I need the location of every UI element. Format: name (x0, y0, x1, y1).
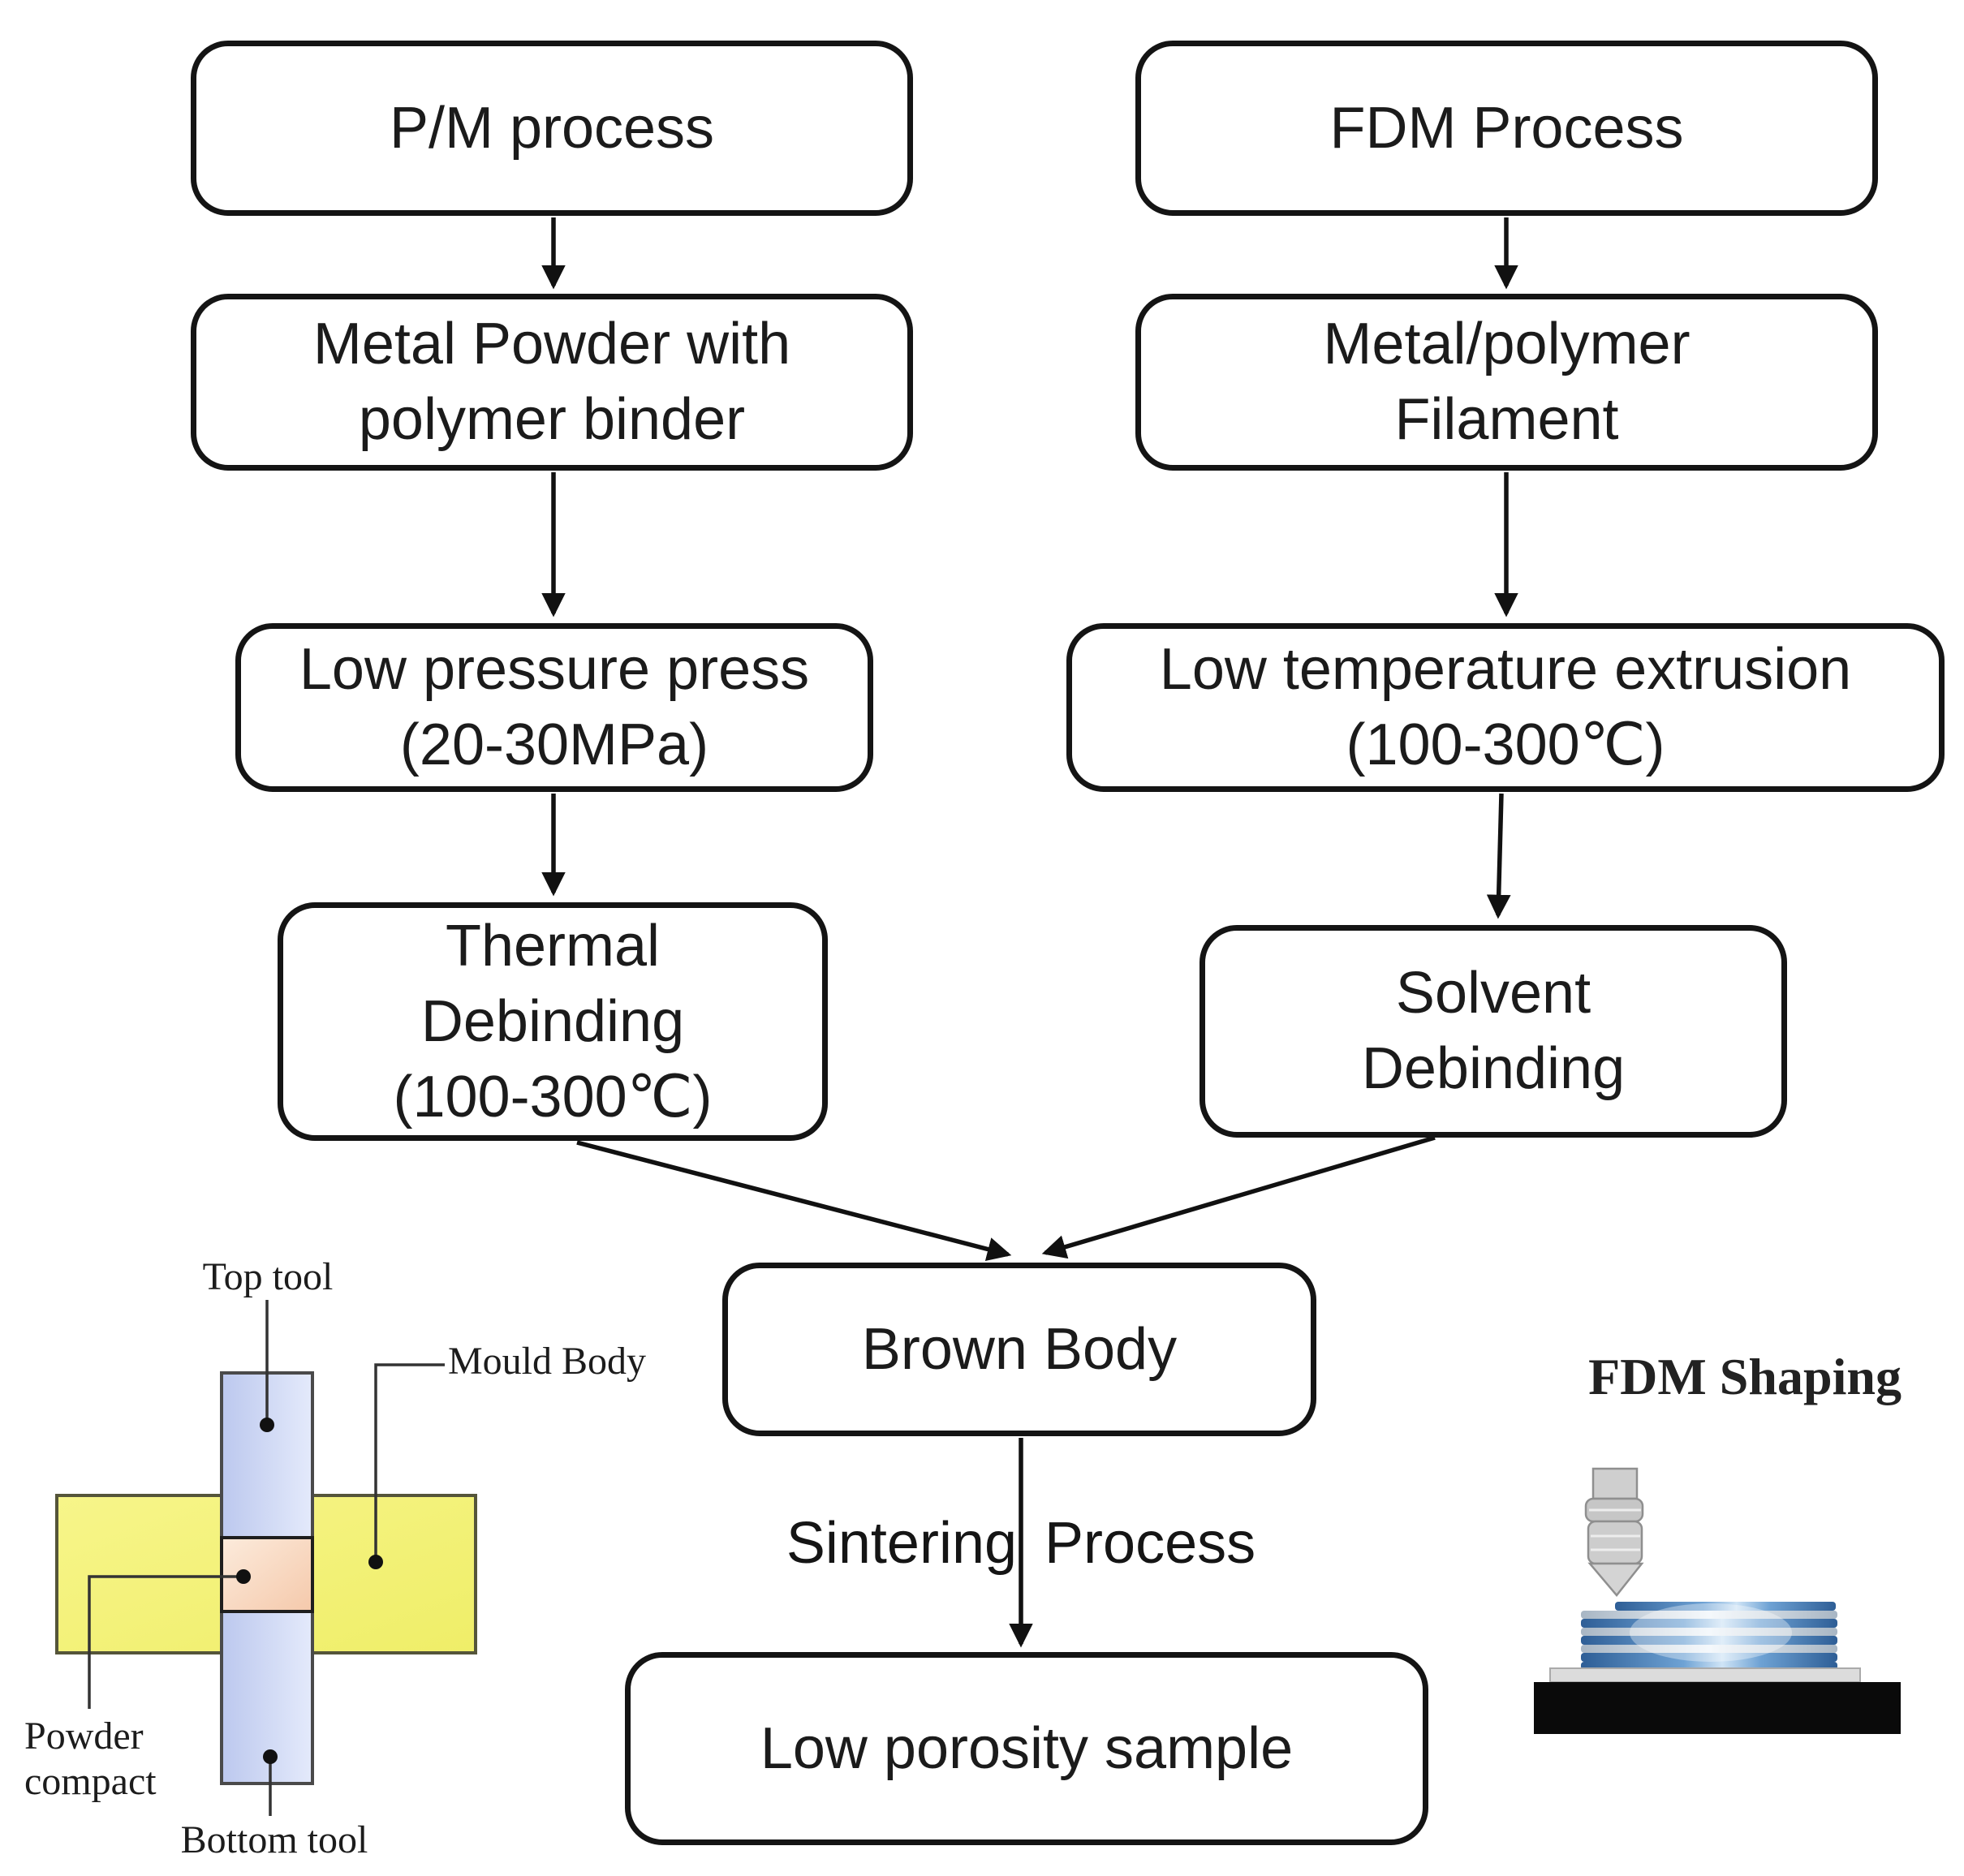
printer-nozzle-icon (1584, 1467, 1644, 1597)
mould-leader-lines (88, 1300, 445, 1816)
box-label-line: Solvent (1395, 961, 1591, 1026)
sintering-process-label: Sintering Process (786, 1511, 1256, 1576)
arrow-solvent-to-brown (1041, 1135, 1436, 1259)
flow-box-brown-body: Brown Body (722, 1263, 1316, 1436)
box-label-line: polymer binder (358, 387, 746, 452)
bottom-tool-label: Bottom tool (180, 1818, 368, 1861)
flow-box-fdm-process: FDM Process (1135, 41, 1878, 216)
flow-box-metal-powder: Metal Powder with polymer binder (191, 294, 913, 471)
box-label-line: Metal/polymer (1323, 312, 1691, 376)
arrow-extrusion-to-solvent (1486, 793, 1511, 919)
printed-layer-stack (1581, 1602, 1837, 1670)
fdm-shaping-illustration (1534, 1467, 1901, 1734)
box-label-line: Debinding (420, 988, 685, 1054)
box-label-line: FDM Process (1329, 95, 1684, 161)
box-label-line: P/M process (389, 95, 715, 161)
flow-box-thermal-debinding: Thermal Debinding (100-300℃) (278, 902, 828, 1141)
powder-compact-label: Powder compact (24, 1714, 219, 1805)
powder-compact-shape (220, 1536, 314, 1613)
flow-box-solvent-debinding: Solvent Debinding (1200, 925, 1787, 1138)
build-plate-shape (1549, 1667, 1861, 1683)
box-label-line: Low pressure press (299, 637, 810, 702)
box-label-line: (100-300℃) (393, 1064, 713, 1129)
flow-box-low-temperature-extrusion: Low temperature extrusion (100-300℃) (1066, 623, 1945, 792)
box-label-line: Filament (1394, 387, 1619, 452)
box-label-line: Thermal (445, 913, 661, 979)
flow-box-low-pressure-press: Low pressure press (20-30MPa) (235, 623, 873, 792)
box-label-line: Metal Powder with (312, 312, 791, 376)
top-tool-label: Top tool (202, 1255, 334, 1298)
printer-platform-shape (1534, 1682, 1901, 1734)
mould-leader-dots (236, 1418, 383, 1764)
mould-body-label: Mould Body (448, 1340, 647, 1383)
box-label-line: Debinding (1361, 1036, 1626, 1101)
box-label-line: (100-300℃) (1346, 712, 1665, 777)
arrow-thermal-to-brown (576, 1140, 1012, 1262)
fdm-shaping-title: FDM Shaping (1588, 1348, 1902, 1405)
box-label-line: Low temperature extrusion (1159, 637, 1852, 702)
flow-box-pm-process: P/M process (191, 41, 913, 216)
flow-arrows (541, 217, 1518, 1648)
mould-press-illustration (55, 1300, 477, 1816)
powder-compact-label-line: Powder (24, 1715, 144, 1758)
flow-box-metal-polymer-filament: Metal/polymer Filament (1135, 294, 1878, 471)
flow-box-low-porosity-sample: Low porosity sample (625, 1652, 1428, 1845)
box-label-line: Low porosity sample (760, 1715, 1294, 1781)
box-label-line: Brown Body (861, 1316, 1178, 1382)
powder-compact-label-line: compact (24, 1760, 157, 1803)
box-label-line: (20-30MPa) (399, 712, 709, 777)
